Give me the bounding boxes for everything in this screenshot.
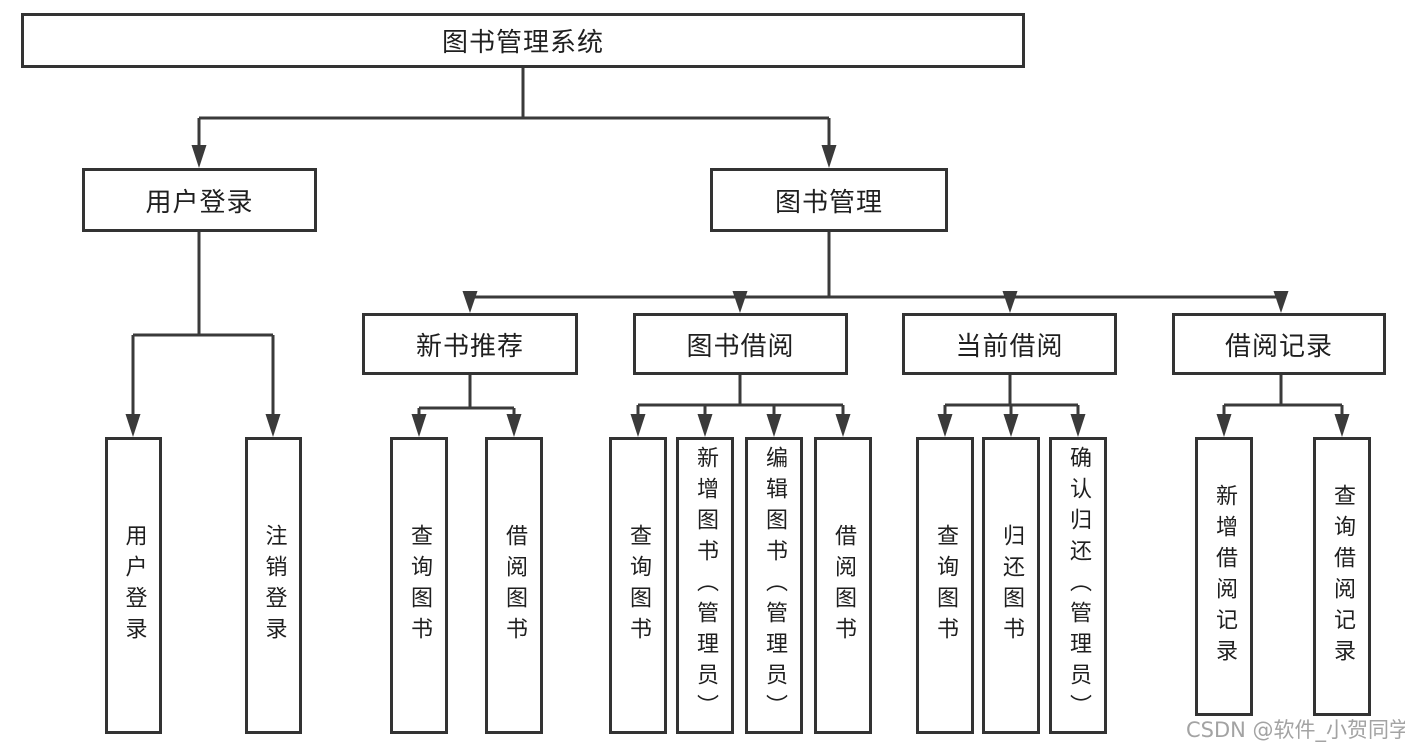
node-leaf-add-books-admin: 新增图书（管理员）	[676, 437, 734, 734]
leaf-label: 用户登录	[121, 523, 147, 648]
node-leaf-edit-books-admin: 编辑图书（管理员）	[745, 437, 803, 734]
leaf-label: 查询图书	[626, 523, 651, 648]
node-book-borrowing: 图书借阅	[633, 313, 848, 375]
node-current-borrowing: 当前借阅	[902, 313, 1117, 375]
node-leaf-return-books: 归还图书	[982, 437, 1040, 734]
node-leaf-query-books-borrowing: 查询图书	[609, 437, 667, 734]
node-leaf-confirm-return-admin: 确认归还（管理员）	[1049, 437, 1107, 734]
node-leaf-add-borrow-record: 新增借阅记录	[1195, 437, 1253, 716]
node-leaf-query-books-current: 查询图书	[916, 437, 974, 734]
node-borrowing-records: 借阅记录	[1172, 313, 1386, 375]
node-leaf-borrow-books: 借阅图书	[814, 437, 872, 734]
node-root: 图书管理系统	[21, 13, 1025, 68]
leaf-label: 借阅图书	[502, 523, 527, 648]
leaf-label: 编辑图书（管理员）	[762, 446, 787, 725]
csdn-watermark: CSDN @软件_小贺同学	[1186, 718, 1405, 742]
leaf-label: 查询图书	[407, 523, 432, 648]
node-leaf-user-login: 用户登录	[105, 437, 162, 734]
leaf-label: 查询图书	[933, 523, 958, 648]
node-leaf-query-books-recommend: 查询图书	[390, 437, 448, 734]
node-user-login: 用户登录	[82, 168, 317, 232]
leaf-label: 注销登录	[261, 523, 287, 648]
leaf-label: 借阅图书	[831, 523, 856, 648]
leaf-label: 查询借阅记录	[1330, 483, 1355, 670]
leaf-label: 确认归还（管理员）	[1066, 446, 1091, 725]
arrowheads	[125, 145, 1350, 437]
node-book-management: 图书管理	[710, 168, 948, 232]
node-new-book-recommendation: 新书推荐	[362, 313, 578, 375]
node-leaf-logout: 注销登录	[245, 437, 302, 734]
leaf-label: 新增图书（管理员）	[693, 446, 718, 725]
node-leaf-query-borrow-record: 查询借阅记录	[1313, 437, 1371, 716]
leaf-label: 新增借阅记录	[1212, 483, 1237, 670]
node-leaf-borrow-books-recommend: 借阅图书	[485, 437, 543, 734]
leaf-label: 归还图书	[999, 523, 1024, 648]
